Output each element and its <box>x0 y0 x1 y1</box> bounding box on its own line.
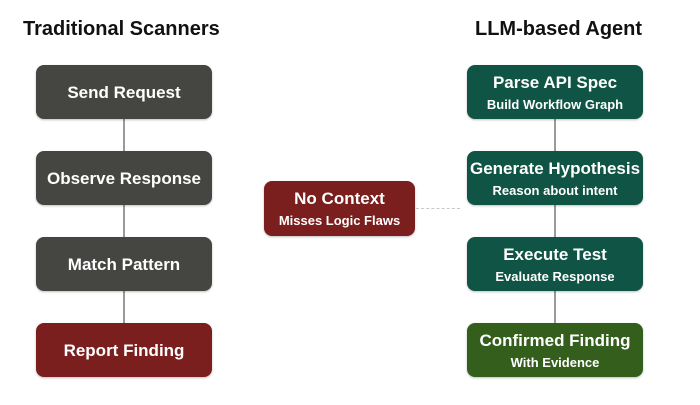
generate-hypothesis-step: Generate Hypothesis Reason about intent <box>467 151 643 205</box>
no-context-box: No Context Misses Logic Flaws <box>264 181 415 236</box>
traditional-scanners-title: Traditional Scanners <box>23 18 220 40</box>
no-context-label: No Context <box>294 189 385 208</box>
llm-agent-title: LLM-based Agent <box>475 18 643 40</box>
report-finding-step: Report Finding <box>36 323 212 377</box>
step-label: Match Pattern <box>67 254 181 274</box>
step-sublabel: Build Workflow Graph <box>486 96 624 112</box>
left-connector-2 <box>123 205 125 238</box>
step-sublabel: Evaluate Response <box>495 268 615 284</box>
step-label: Generate Hypothesis <box>469 158 641 178</box>
right-connector-2 <box>554 205 556 238</box>
left-connector-3 <box>123 291 125 324</box>
match-pattern-step: Match Pattern <box>36 237 212 291</box>
no-context-sublabel: Misses Logic Flaws <box>278 213 401 228</box>
observe-response-step: Observe Response <box>36 151 212 205</box>
step-label: Send Request <box>67 82 181 102</box>
step-label: Observe Response <box>46 168 201 188</box>
step-label: Parse API Spec <box>492 72 618 92</box>
step-label: Confirmed Finding <box>479 330 631 350</box>
left-connector-1 <box>123 119 125 152</box>
execute-test-step: Execute Test Evaluate Response <box>467 237 643 291</box>
parse-api-spec-step: Parse API Spec Build Workflow Graph <box>467 65 643 119</box>
step-sublabel: Reason about intent <box>492 182 618 198</box>
step-label: Execute Test <box>503 244 607 264</box>
step-sublabel: With Evidence <box>510 354 600 370</box>
send-request-step: Send Request <box>36 65 212 119</box>
confirmed-finding-step: Confirmed Finding With Evidence <box>467 323 643 377</box>
step-label: Report Finding <box>63 340 185 360</box>
dashed-link <box>416 208 460 209</box>
right-connector-3 <box>554 291 556 324</box>
right-connector-1 <box>554 119 556 152</box>
